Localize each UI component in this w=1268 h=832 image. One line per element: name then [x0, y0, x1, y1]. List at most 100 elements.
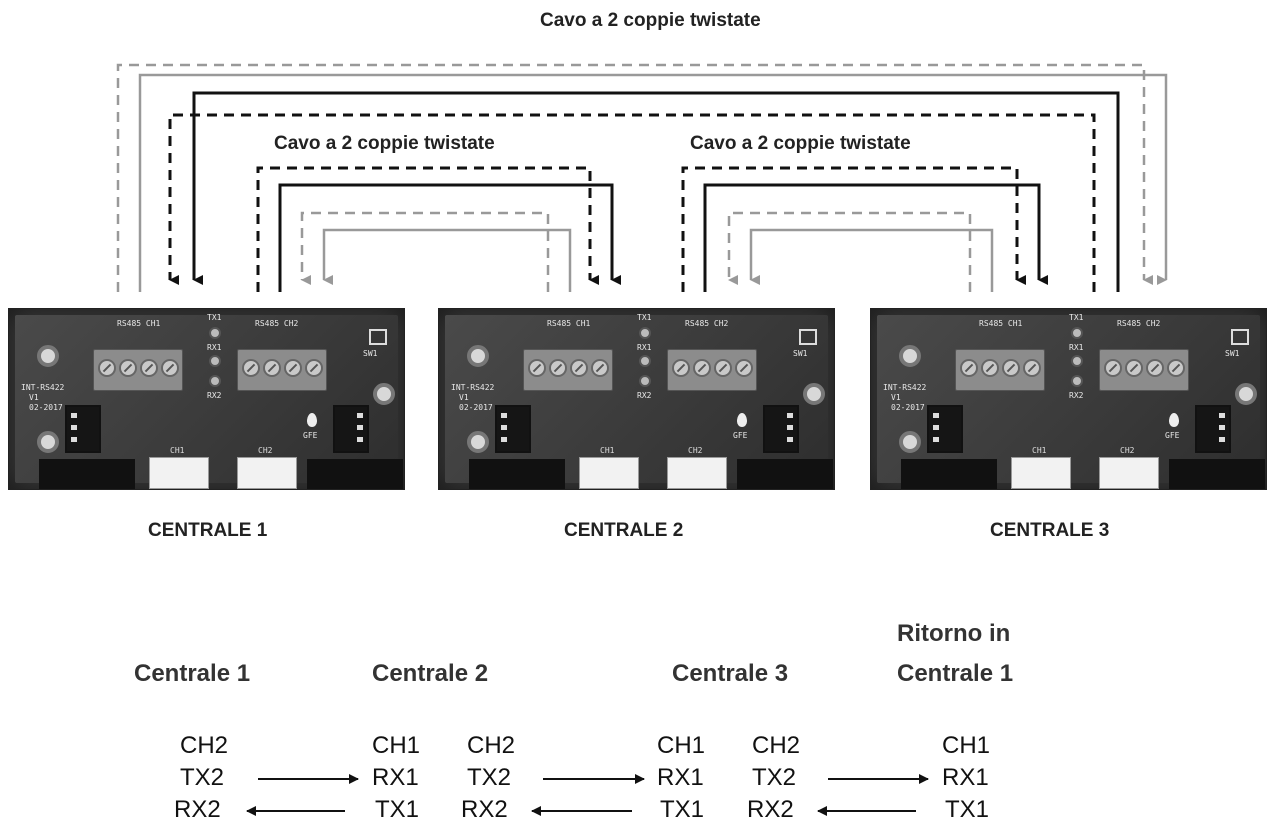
ring-wire-inner-solid: [192, 91, 1120, 292]
led-rx2: [209, 375, 221, 387]
cell-c2a-tx: TX1: [375, 796, 420, 823]
ring-wire-outer-dashed: [116, 63, 1153, 292]
silk-ch1: RS485 CH1: [547, 319, 591, 328]
silk-version: V1: [459, 393, 469, 402]
mounting-hole: [467, 431, 489, 453]
silk-model: INT-RS422: [883, 383, 927, 392]
silk-sw1: SW1: [1225, 349, 1240, 358]
terminal-block-ch2: [667, 349, 757, 391]
table-header-ritorno-line2: Centrale 1: [897, 660, 1014, 687]
cell-c3a-rx: RX1: [657, 764, 704, 791]
cell-c1-rx: RX2: [174, 796, 221, 823]
centrale-1-label: CENTRALE 1: [148, 520, 268, 541]
cell-c2b-ch: CH2: [467, 732, 516, 759]
switch-sw1: [799, 329, 817, 345]
silk-tx1: TX1: [1069, 313, 1084, 322]
cable-1-2: [256, 166, 621, 292]
silk-ch1: RS485 CH1: [979, 319, 1023, 328]
ic-chip: [333, 405, 369, 453]
cable23-wire-light-dashed: [727, 211, 972, 292]
cell-c2b-rx: RX2: [461, 796, 508, 823]
connector-block: [39, 459, 135, 489]
switch-sw1: [369, 329, 387, 345]
led-tx1: [209, 327, 221, 339]
terminal-block-ch2: [1099, 349, 1189, 391]
terminal-block-ch1: [955, 349, 1045, 391]
board-centrale-2: RS485 CH1 RS485 CH2 TX1 RX1 RX2 SW1 INT-…: [438, 308, 835, 490]
mounting-hole: [37, 345, 59, 367]
board-centrale-1: RS485 CH1 RS485 CH2 TX1 RX1 RX2 SW1 INT-…: [8, 308, 405, 490]
connector-block: [307, 459, 403, 489]
cable12-wire-dark-dashed: [256, 166, 599, 292]
silk-brand: GFE: [303, 431, 318, 440]
led-rx1: [209, 355, 221, 367]
silk-model: INT-RS422: [451, 383, 495, 392]
pcb-surface: [445, 315, 828, 483]
connector-ch2: CH2: [1099, 446, 1159, 489]
silk-rx2: RX2: [1069, 391, 1084, 400]
mounting-hole: [803, 383, 825, 405]
silk-ch2: RS485 CH2: [1117, 319, 1161, 328]
cell-c3b-ch: CH2: [752, 732, 801, 759]
led-tx1: [1071, 327, 1083, 339]
cell-c3b-rx: RX2: [747, 796, 794, 823]
cable12-wire-light-solid: [322, 228, 572, 292]
centrale-3-label: CENTRALE 3: [990, 520, 1110, 541]
table-header-centrale-2: Centrale 2: [372, 660, 489, 687]
ic-chip: [763, 405, 799, 453]
ic-chip: [927, 405, 963, 453]
mounting-hole: [373, 383, 395, 405]
silk-code: 02-2017: [29, 403, 63, 412]
ring-wire-outer-solid: [138, 73, 1168, 292]
cable-label-left: Cavo a 2 coppie twistate: [274, 133, 495, 154]
mounting-hole: [37, 431, 59, 453]
brand-flame-icon: [737, 413, 747, 427]
silk-ch2: RS485 CH2: [255, 319, 299, 328]
terminal-block-ch1: [93, 349, 183, 391]
led-rx1: [1071, 355, 1083, 367]
cable23-wire-dark-dashed: [681, 166, 1026, 292]
silk-code: 02-2017: [459, 403, 493, 412]
cable12-wire-dark-solid: [278, 183, 621, 292]
led-rx2: [1071, 375, 1083, 387]
connector-block: [1169, 459, 1265, 489]
silk-tx1: TX1: [637, 313, 652, 322]
table-header-centrale-1: Centrale 1: [134, 660, 251, 687]
cell-c2a-rx: RX1: [372, 764, 419, 791]
silk-code: 02-2017: [891, 403, 925, 412]
pcb-surface: [15, 315, 398, 483]
silk-sw1: SW1: [363, 349, 378, 358]
cell-c3a-tx: TX1: [660, 796, 705, 823]
cell-ret-tx: TX1: [945, 796, 990, 823]
silk-sw1: SW1: [793, 349, 808, 358]
silk-version: V1: [29, 393, 39, 402]
mounting-hole: [1235, 383, 1257, 405]
connector-ch1: CH1: [579, 446, 639, 489]
brand-flame-icon: [307, 413, 317, 427]
cell-c3b-tx: TX2: [752, 764, 797, 791]
centrale-2-label: CENTRALE 2: [564, 520, 684, 541]
cable-label-right: Cavo a 2 coppie twistate: [690, 133, 911, 154]
terminal-block-ch1: [523, 349, 613, 391]
table-header-ritorno-line1: Ritorno in: [897, 620, 1011, 647]
silk-brand: GFE: [1165, 431, 1180, 440]
silk-model: INT-RS422: [21, 383, 65, 392]
connector-ch2: CH2: [667, 446, 727, 489]
mounting-hole: [899, 431, 921, 453]
ring-cable: [116, 63, 1168, 292]
cell-ret-ch: CH1: [942, 732, 991, 759]
cable23-wire-dark-solid: [703, 183, 1048, 292]
mounting-hole: [467, 345, 489, 367]
cell-c2a-ch: CH1: [372, 732, 421, 759]
silk-rx2: RX2: [637, 391, 652, 400]
cable-2-3: [681, 166, 1048, 292]
switch-sw1: [1231, 329, 1249, 345]
table-header-centrale-3: Centrale 3: [672, 660, 789, 687]
ic-chip: [1195, 405, 1231, 453]
silk-ch2: RS485 CH2: [685, 319, 729, 328]
cell-c2b-tx: TX2: [467, 764, 512, 791]
pcb-surface: [877, 315, 1260, 483]
cell-c1-ch: CH2: [180, 732, 229, 759]
connector-ch1: CH1: [1011, 446, 1071, 489]
